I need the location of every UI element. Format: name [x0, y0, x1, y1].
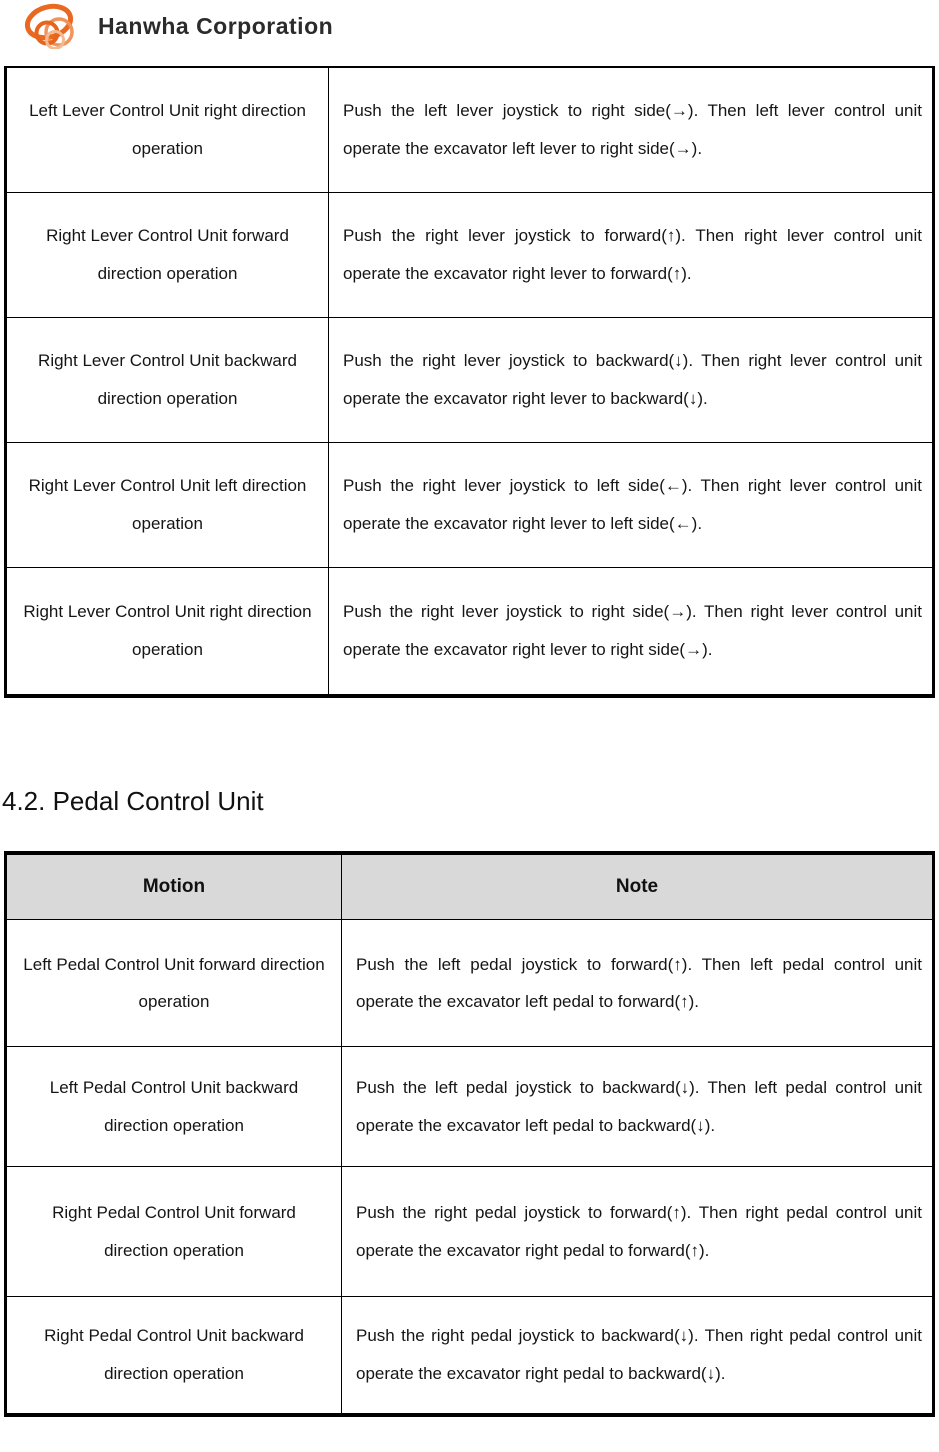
column-header-motion: Motion	[5, 852, 342, 920]
table-row: Right Pedal Control Unit forward directi…	[5, 1166, 934, 1297]
note-cell: Push the right pedal joystick to forward…	[341, 1166, 934, 1297]
hanwha-logo-icon	[24, 3, 74, 49]
note-cell: Push the right pedal joystick to backwar…	[341, 1296, 934, 1415]
motion-cell: Right Pedal Control Unit forward directi…	[5, 1166, 342, 1297]
motion-cell: Right Lever Control Unit backward direct…	[5, 316, 329, 443]
motion-cell: Left Lever Control Unit right direction …	[5, 66, 329, 193]
table-row: Right Pedal Control Unit backward direct…	[5, 1296, 934, 1415]
column-header-note: Note	[341, 852, 934, 920]
note-cell: Push the right lever joystick to backwar…	[328, 316, 934, 443]
table-row: Left Lever Control Unit right direction …	[5, 66, 934, 193]
section-heading: 4.2. Pedal Control Unit	[2, 786, 264, 816]
table-row: Right Lever Control Unit backward direct…	[5, 316, 934, 443]
motion-cell: Right Pedal Control Unit backward direct…	[5, 1296, 342, 1415]
motion-cell: Left Pedal Control Unit forward directio…	[5, 919, 342, 1047]
document-page: Hanwha Corporation Left Lever Control Un…	[0, 0, 939, 1417]
motion-cell: Right Lever Control Unit forward directi…	[5, 191, 329, 318]
logo: Hanwha Corporation	[0, 0, 939, 49]
note-cell: Push the right lever joystick to forward…	[328, 191, 934, 318]
table-header-row: Motion Note	[5, 852, 934, 920]
note-cell: Push the right lever joystick to right s…	[328, 566, 934, 697]
motion-cell: Right Lever Control Unit left direction …	[5, 441, 329, 568]
note-cell: Push the right lever joystick to left si…	[328, 441, 934, 568]
table-row: Right Lever Control Unit forward directi…	[5, 191, 934, 318]
table-row: Left Pedal Control Unit backward directi…	[5, 1046, 934, 1167]
table-row: Left Pedal Control Unit forward directio…	[5, 919, 934, 1047]
logo-text: Hanwha Corporation	[98, 12, 334, 39]
table-row: Right Lever Control Unit left direction …	[5, 441, 934, 568]
note-cell: Push the left pedal joystick to forward(…	[341, 919, 934, 1047]
pedal-control-table: Motion Note Left Pedal Control Unit forw…	[4, 851, 935, 1417]
table-row: Right Lever Control Unit right direction…	[5, 566, 934, 697]
lever-control-table: Left Lever Control Unit right direction …	[4, 66, 935, 698]
note-cell: Push the left pedal joystick to backward…	[341, 1046, 934, 1167]
note-cell: Push the left lever joystick to right si…	[328, 66, 934, 193]
motion-cell: Left Pedal Control Unit backward directi…	[5, 1046, 342, 1167]
motion-cell: Right Lever Control Unit right direction…	[5, 566, 329, 697]
